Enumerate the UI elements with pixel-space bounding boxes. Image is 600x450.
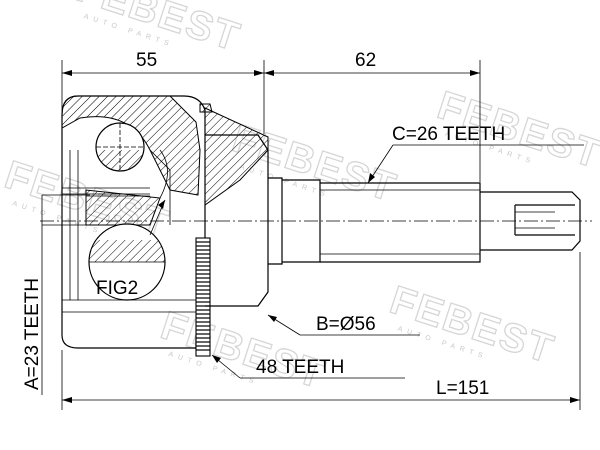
total-length-label: L=151 xyxy=(436,378,489,399)
dimension-total: L=151 xyxy=(61,252,581,410)
abs-ring xyxy=(195,237,211,357)
outer-spline-label: C=26 TEETH xyxy=(392,124,505,145)
abs-teeth-label: 48 TEETH xyxy=(256,357,344,378)
dimension-upper: 55 62 xyxy=(61,50,481,182)
abs-diameter-label: B=Ø56 xyxy=(316,314,376,335)
inner-spline-callout: A=23 TEETH xyxy=(22,194,90,395)
inner-spline-label: A=23 TEETH xyxy=(22,278,43,390)
fig2-label: FIG2 xyxy=(96,278,138,299)
ball-bearing xyxy=(95,122,145,172)
fig2-detail: FIG2 xyxy=(88,199,166,301)
watermark-brand: FEBEST xyxy=(156,303,331,397)
abs-teeth-callout: 48 TEETH xyxy=(211,354,405,379)
dimension-55-label: 55 xyxy=(136,50,157,71)
outer-shaft xyxy=(320,182,581,263)
watermark-brand: FEBEST xyxy=(385,278,560,372)
outer-spline-callout: C=26 TEETH xyxy=(367,124,584,184)
watermark-brand: FEBEST xyxy=(71,0,246,60)
abs-diameter-callout: B=Ø56 xyxy=(267,314,420,336)
inner-race xyxy=(85,149,171,226)
stem-neck xyxy=(205,134,321,307)
dimension-62-label: 62 xyxy=(355,50,376,71)
outer-housing xyxy=(61,95,269,349)
